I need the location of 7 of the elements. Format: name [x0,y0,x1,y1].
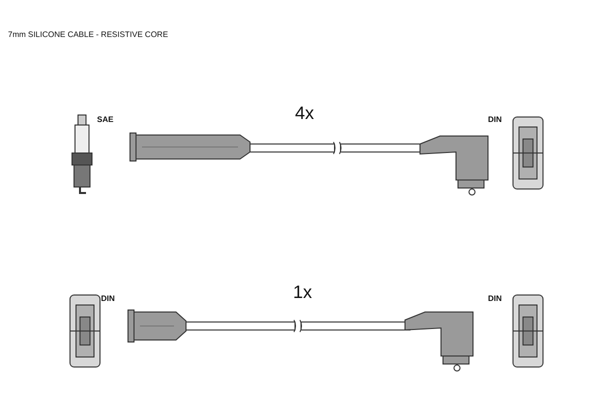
part-label: DIN [488,115,502,124]
part-label: SAE [97,115,114,124]
part-label: 1x [293,282,312,303]
part-label: 4x [295,103,314,124]
part-label: DIN [101,294,115,303]
part-label: DIN [488,294,502,303]
part-label: 7mm SILICONE CABLE - RESISTIVE CORE [8,30,168,39]
